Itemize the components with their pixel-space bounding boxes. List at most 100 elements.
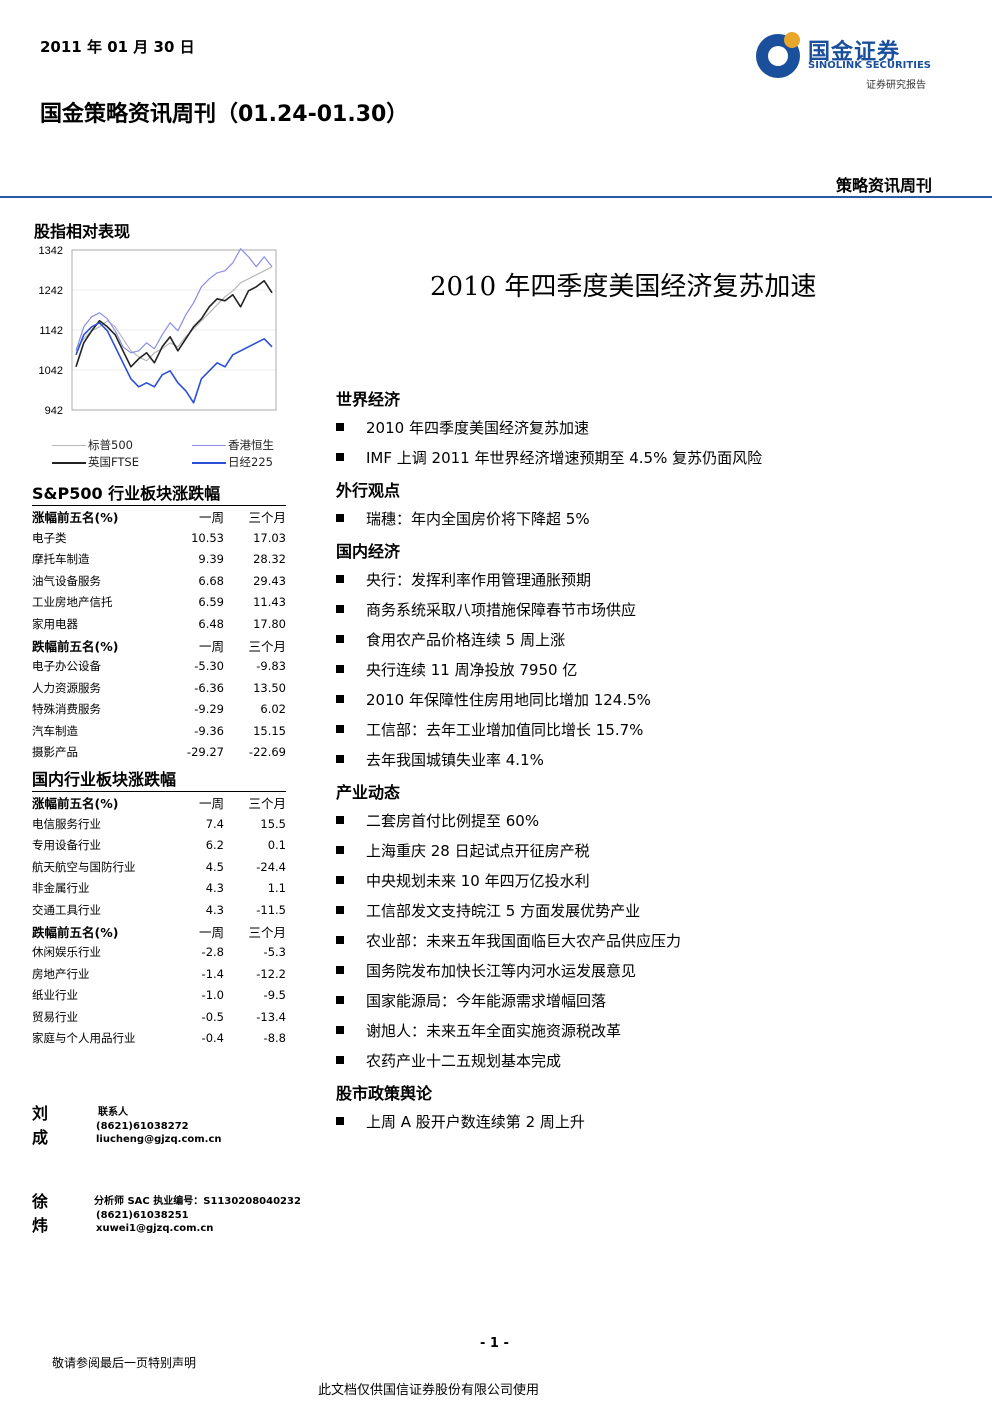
news-item: 央行连续 11 周净投放 7950 亿 [336,659,577,680]
table-cell: -9.29 [194,702,224,717]
author-email[interactable]: xuwei1@gjzq.com.cn [96,1223,214,1234]
news-item: 国家能源局：今年能源需求增幅回落 [336,990,606,1011]
table-cell: 家用电器 [32,616,78,631]
news-item-text: 农药产业十二五规划基本完成 [366,1052,562,1070]
table-header-row: 涨幅前五名(%)一周三个月 [32,791,286,814]
table-cell: -5.30 [194,659,224,674]
section-heading: 外行观点 [336,481,401,500]
news-item: 去年我国城镇失业率 4.1% [336,749,544,770]
table-cell: 房地产行业 [32,966,90,981]
table-cell: 17.80 [253,616,286,631]
chart-legend: 标普500 香港恒生 英国FTSE 日经225 [52,437,292,471]
bullet-square-icon [336,1055,344,1064]
table-row: 电子办公设备-5.30-9.83 [32,656,286,677]
table-cell: -9.36 [194,723,224,738]
table-cell: 0.1 [267,838,286,853]
table-cell: -24.4 [256,859,286,874]
logo-cn: 国金证券 [808,40,901,65]
column-header: 跌幅前五名(%) [32,638,119,654]
bullet-square-icon [336,905,344,914]
table-cell: 特殊消费服务 [32,702,101,717]
section-heading: 股市政策舆论 [336,1084,433,1103]
legend-swatch [52,445,86,446]
report-title: 国金策略资讯周刊（01.24-01.30） [40,102,409,127]
company-logo: 国金证券 SINOLINK SECURITIES 证券研究报告 [756,30,946,94]
table-cell: 6.59 [198,595,224,610]
table-cell: 交通工具行业 [32,902,101,917]
bullet-square-icon [336,754,344,763]
news-item: 中央规划未来 10 年四万亿投水利 [336,870,590,891]
author-email[interactable]: liucheng@gjzq.com.cn [96,1134,222,1145]
news-item: 谢旭人：未来五年全面实施资源税改革 [336,1020,621,1041]
table-cell: 油气设备服务 [32,573,101,588]
table-cell: 电信服务行业 [32,817,101,832]
legend-label: 标普500 [88,438,133,452]
table-cell: 4.5 [205,859,224,874]
table-row: 贸易行业-0.5-13.4 [32,1006,286,1027]
page-number: - 1 - [480,1336,509,1351]
legend-item: 英国FTSE [52,454,139,470]
author-name: 刘成 [32,1104,49,1147]
y-tick-label: 1342 [39,245,63,257]
bullet-square-icon [336,574,344,583]
news-item: 农业部：未来五年我国面临巨大农产品供应压力 [336,930,681,951]
news-item-text: 2010 年四季度美国经济复苏加速 [366,419,589,437]
bullet-square-icon [336,513,344,522]
author-role: 分析师 SAC 执业编号：S1130208040232 [94,1196,301,1207]
news-item: 商务系统采取八项措施保障春节市场供应 [336,599,636,620]
column-header: 三个月 [248,638,286,654]
bullet-square-icon [336,875,344,884]
column-header: 一周 [198,924,224,940]
bullet-square-icon [336,1116,344,1125]
series-line [75,266,273,362]
bullet-square-icon [336,995,344,1004]
bullet-square-icon [336,664,344,673]
table-cell: 休闲娱乐行业 [32,945,101,960]
column-header: 三个月 [248,924,286,940]
bullet-square-icon [336,452,344,461]
legend-swatch [192,461,226,464]
y-tick-label: 1242 [39,285,63,297]
table-row: 纸业行业-1.0-9.5 [32,985,286,1006]
bullet-square-icon [336,845,344,854]
table-cell: 航天航空与国防行业 [32,859,136,874]
report-date: 2011 年 01 月 30 日 [40,38,195,56]
table-header-row: 跌幅前五名(%)一周三个月 [32,634,286,655]
author-name: 徐炜 [32,1192,49,1235]
legend-label: 香港恒生 [228,438,274,452]
chart-heading: 股指相对表现 [34,222,131,241]
table-cell: -13.4 [256,1009,286,1024]
author-phone: (8621)61038272 [96,1120,189,1132]
news-item: 2010 年四季度美国经济复苏加速 [336,417,589,438]
table-cell: -11.5 [256,902,286,917]
table-row: 航天航空与国防行业 4.5 -24.4 [32,856,286,877]
table-cell: 贸易行业 [32,1009,78,1024]
table-cell: 7.4 [205,817,224,832]
table-cell: 人力资源服务 [32,680,101,695]
table-cell: -22.69 [248,744,286,759]
news-item-text: 国务院发布加快长江等内河水运发展意见 [366,962,637,980]
headline: 2010 年四季度美国经济复苏加速 [430,272,817,302]
report-type: 证券研究报告 [866,80,926,91]
news-item-text: 2010 年保障性住房用地同比增加 124.5% [366,691,651,709]
table-cell: 专用设备行业 [32,838,101,853]
table-cell: -6.36 [194,680,224,695]
table-cell: -2.8 [201,945,224,960]
news-item-text: 上周 A 股开户数连续第 2 周上升 [366,1113,585,1131]
column-header: 跌幅前五名(%) [32,924,119,940]
news-item-text: 国家能源局：今年能源需求增幅回落 [366,992,607,1010]
news-item: 上周 A 股开户数连续第 2 周上升 [336,1111,585,1132]
table-cell: 4.3 [205,902,224,917]
news-item-text: 央行连续 11 周净投放 7950 亿 [366,661,578,679]
table-cell: 4.3 [205,881,224,896]
news-item-text: IMF 上调 2011 年世界经济增速预期至 4.5% 复苏仍面风险 [366,449,763,467]
